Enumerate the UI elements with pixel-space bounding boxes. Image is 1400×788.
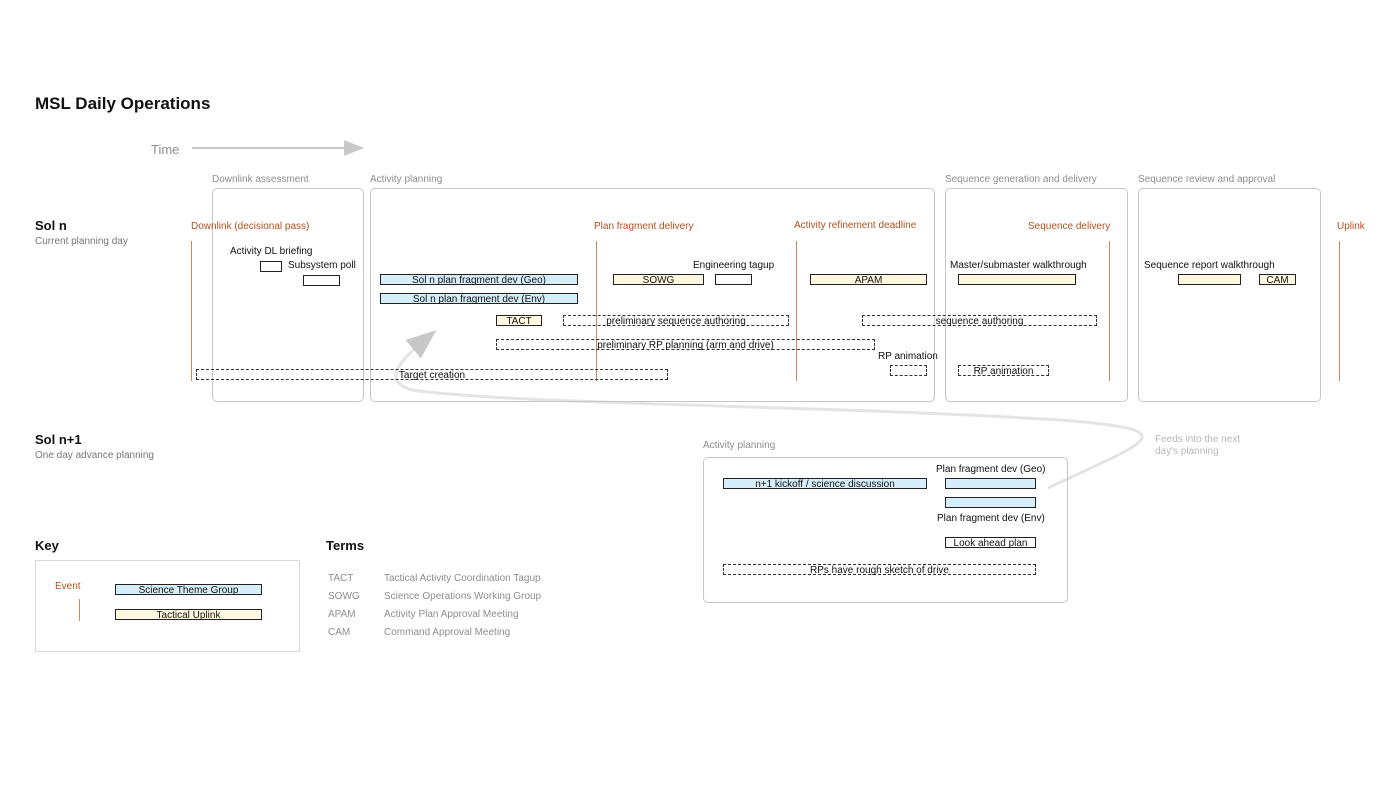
event-line-sequence-delivery xyxy=(1109,241,1110,381)
term-abbr: TACT xyxy=(328,573,354,584)
bar-plan-fragment-geo: Sol n plan fragment dev (Geo) xyxy=(380,274,578,286)
label-master-walkthrough: Master/submaster walkthrough xyxy=(950,260,1087,271)
label-activity-dl-briefing: Activity DL briefing xyxy=(230,246,313,257)
bar-sequence-authoring: sequence authoring xyxy=(862,315,1097,327)
bar-preliminary-rp-planning: preliminary RP planning (arm and drive) xyxy=(496,339,875,351)
event-sequence-delivery: Sequence delivery xyxy=(1028,221,1111,232)
bar-plan-fragment-env-n1 xyxy=(945,497,1036,508)
term-abbr: CAM xyxy=(328,627,351,638)
phase-activity-planning: Activity planning xyxy=(370,174,443,185)
bar-activity-dl-briefing xyxy=(260,261,282,272)
row-title-sol-n: Sol n xyxy=(35,218,67,233)
key-title: Key xyxy=(35,538,59,553)
phase-box-activity-n1 xyxy=(703,457,1068,603)
bar-master-walkthrough xyxy=(958,274,1076,285)
bar-rp-animation-small xyxy=(890,365,927,376)
key-event-line xyxy=(79,599,80,621)
event-activity-refinement: Activity refinement deadline xyxy=(794,220,917,231)
bar-engineering-tagup xyxy=(715,274,752,285)
bar-apam: APAM xyxy=(810,274,927,286)
event-line-plan-fragment xyxy=(596,241,597,381)
bar-plan-fragment-env: Sol n plan fragment dev (Env) xyxy=(380,293,578,305)
page-title: MSL Daily Operations xyxy=(35,94,211,113)
key-science-theme-group: Science Theme Group xyxy=(115,584,262,596)
bar-sowg: SOWG xyxy=(613,274,704,286)
label-sequence-report-walkthrough: Sequence report walkthrough xyxy=(1144,260,1275,271)
term-abbr: APAM xyxy=(328,609,356,620)
event-downlink: Downlink (decisional pass) xyxy=(191,221,310,232)
key-event-label: Event xyxy=(55,581,81,592)
key-tactical-uplink: Tactical Uplink xyxy=(115,609,262,621)
bar-rps-rough-sketch: RPs have rough sketch of drive xyxy=(723,564,1036,576)
bar-sequence-report-walkthrough xyxy=(1178,274,1241,285)
terms-title: Terms xyxy=(326,538,365,553)
key-box xyxy=(35,560,300,652)
row-title-sol-n1: Sol n+1 xyxy=(35,432,82,447)
event-line-uplink xyxy=(1339,241,1340,381)
feeds-note: Feeds into the next day's planning xyxy=(1155,434,1241,457)
bar-tact: TACT xyxy=(496,315,542,327)
event-uplink: Uplink xyxy=(1337,221,1365,232)
phase-box-sequence-review xyxy=(1138,188,1321,402)
term-definition: Tactical Activity Coordination Tagup xyxy=(384,573,541,584)
phase-box-sequence-gen xyxy=(945,188,1128,402)
event-plan-fragment-delivery: Plan fragment delivery xyxy=(594,221,694,232)
bar-cam: CAM xyxy=(1259,274,1296,286)
bar-plan-fragment-geo-n1 xyxy=(945,478,1036,489)
label-subsystem-poll: Subsystem poll xyxy=(288,260,356,271)
row-subtitle-sol-n: Current planning day xyxy=(35,236,128,247)
label-engineering-tagup: Engineering tagup xyxy=(693,260,775,271)
event-line-activity-refinement xyxy=(796,241,797,381)
term-definition: Science Operations Working Group xyxy=(384,591,542,602)
label-rp-animation: RP animation xyxy=(878,351,938,362)
bar-look-ahead-plan: Look ahead plan xyxy=(945,537,1036,549)
row-subtitle-sol-n1: One day advance planning xyxy=(35,450,154,461)
bar-preliminary-sequence-authoring: preliminary sequence authoring xyxy=(563,315,789,327)
bar-n1-kickoff: n+1 kickoff / science discussion xyxy=(723,478,927,490)
phase-sequence-generation: Sequence generation and delivery xyxy=(945,174,1097,185)
phase-sequence-review: Sequence review and approval xyxy=(1138,174,1276,185)
bar-rp-animation: RP animation xyxy=(958,365,1049,377)
phase-downlink-assessment: Downlink assessment xyxy=(212,174,309,185)
term-definition: Command Approval Meeting xyxy=(384,627,511,638)
time-label: Time xyxy=(151,142,180,157)
label-plan-fragment-env-n1: Plan fragment dev (Env) xyxy=(937,513,1045,524)
label-plan-fragment-geo-n1: Plan fragment dev (Geo) xyxy=(936,464,1046,475)
bar-subsystem-poll xyxy=(303,275,340,286)
bar-target-creation: Target creation xyxy=(196,369,668,381)
feed-curve xyxy=(394,330,1144,490)
phase-box-downlink xyxy=(212,188,364,402)
phase-box-activity xyxy=(370,188,935,402)
phase-activity-planning-n1: Activity planning xyxy=(703,440,776,451)
term-definition: Activity Plan Approval Meeting xyxy=(384,609,519,620)
term-abbr: SOWG xyxy=(328,591,360,602)
event-line-downlink xyxy=(191,241,192,381)
